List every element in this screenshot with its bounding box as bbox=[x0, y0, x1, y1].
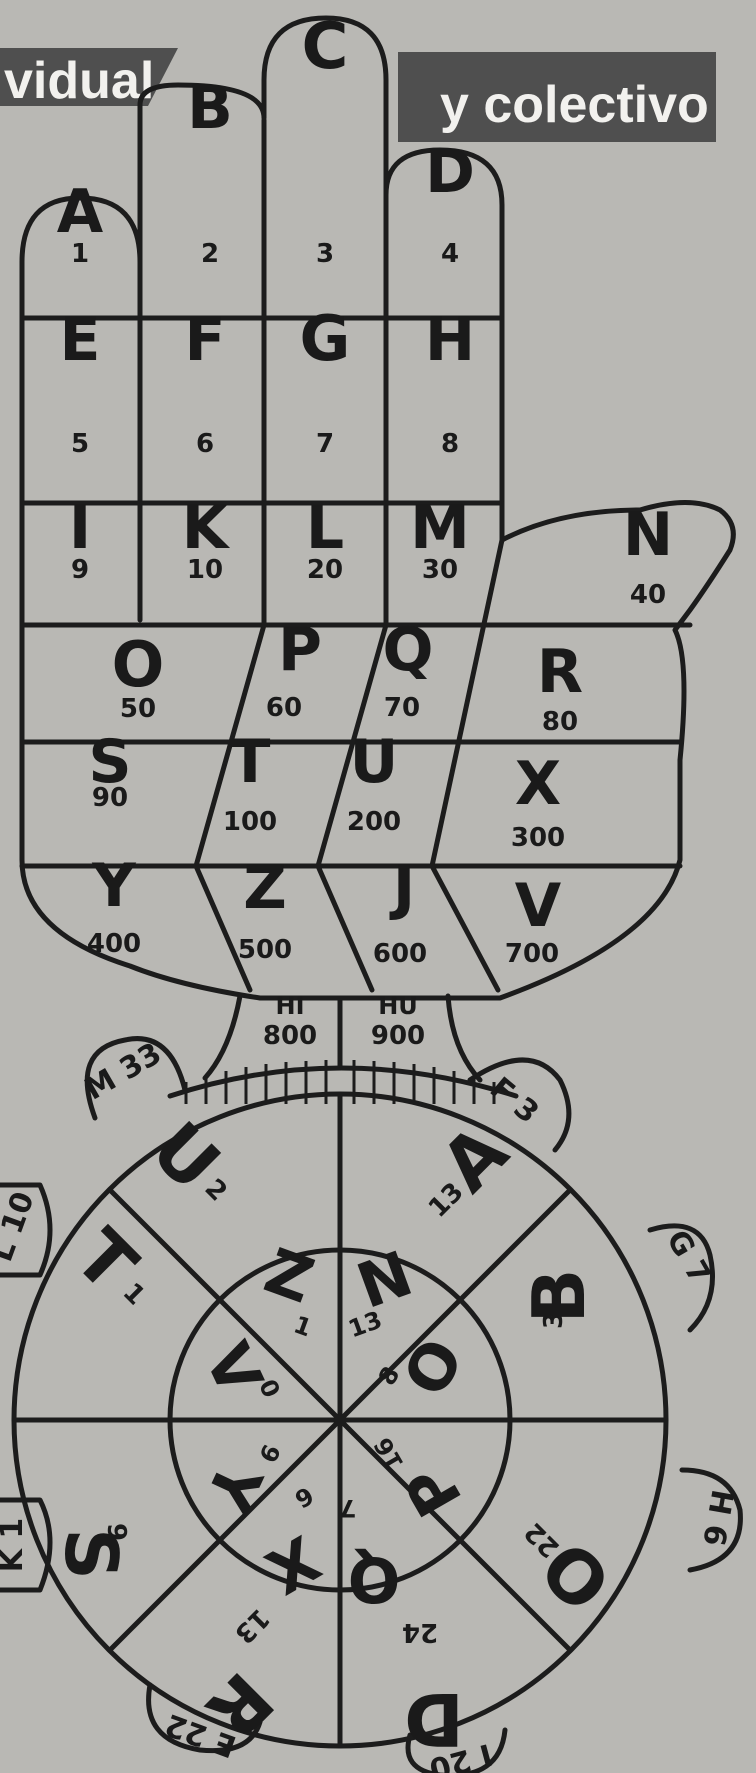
wheel-bumps bbox=[0, 1039, 740, 1773]
hand-value-z: 500 bbox=[238, 935, 292, 965]
wheel-bump-label-3: H 6 bbox=[695, 1487, 739, 1549]
wheel-inner-value-5: 6 bbox=[290, 1481, 318, 1514]
wheel-outer-value-5: 13 bbox=[228, 1602, 275, 1649]
wheel-inner-letter-6: Y bbox=[190, 1450, 276, 1523]
wheel-inner-value-4: 7 bbox=[340, 1494, 357, 1522]
hand-value-g: 7 bbox=[316, 429, 334, 459]
grid-line bbox=[432, 866, 498, 990]
hand-letter-t: T bbox=[230, 727, 271, 797]
wheel-spokes bbox=[14, 1094, 666, 1746]
hand-letter-e: E bbox=[60, 305, 101, 375]
wheel-bump-label-1: F 3 bbox=[483, 1071, 545, 1131]
wheel-inner-letter-0: Z bbox=[256, 1234, 323, 1318]
hand-value-t: 100 bbox=[223, 807, 277, 837]
hand-letter-z: Z bbox=[243, 853, 287, 923]
grid-line bbox=[318, 866, 372, 990]
wheel-inner-letter-2: O bbox=[389, 1326, 479, 1408]
wheel-bump-label-7: L 10 bbox=[0, 1187, 42, 1266]
hand-letter-l: L bbox=[306, 493, 344, 563]
hand-value-a: 1 bbox=[71, 239, 89, 269]
hand-value-f: 6 bbox=[196, 429, 214, 459]
wheel-inner-letter-4: Q bbox=[348, 1543, 401, 1616]
hand-value-l: 20 bbox=[307, 555, 343, 585]
wrist-value-hu: 900 bbox=[371, 1021, 425, 1051]
hand-value-o: 50 bbox=[120, 694, 156, 724]
hand-value-i: 9 bbox=[71, 555, 89, 585]
hand-letter-x: X bbox=[515, 749, 561, 819]
hand-letter-b: B bbox=[187, 73, 233, 143]
header-right-text: y colectivo bbox=[440, 76, 709, 134]
grid-line bbox=[432, 540, 502, 866]
hand-value-n: 40 bbox=[630, 580, 666, 610]
wrist-letter-hi: HI bbox=[275, 992, 304, 1020]
hand-value-m: 30 bbox=[422, 555, 458, 585]
hand-letter-o: O bbox=[112, 628, 165, 701]
wheel-outer-value-7: 1 bbox=[117, 1277, 151, 1311]
hand-letter-c: C bbox=[302, 10, 349, 84]
wheel-inner-value-3: 16 bbox=[369, 1433, 410, 1476]
hand-value-u: 200 bbox=[347, 807, 401, 837]
hand-letter-p: P bbox=[278, 615, 322, 685]
wheel-bump-label-6: K 1 bbox=[0, 1518, 30, 1573]
hand-value-k: 10 bbox=[187, 555, 223, 585]
wrist-letter-hu: HU bbox=[378, 992, 418, 1020]
hand-letter-i: I bbox=[69, 493, 91, 563]
header-left-text: vidual bbox=[4, 52, 154, 110]
wheel-bump-label-0: M 33 bbox=[79, 1036, 168, 1107]
wheel-bump-label-2: G 7 bbox=[659, 1224, 717, 1290]
hand-value-h: 8 bbox=[441, 429, 459, 459]
hand-letter-j: J bbox=[389, 853, 415, 923]
wheel bbox=[0, 1039, 740, 1773]
hand-letter-f: F bbox=[185, 305, 226, 375]
grid-line bbox=[196, 866, 250, 990]
wheel-outer-value-6: 9 bbox=[101, 1523, 131, 1541]
hand-letter-v: V bbox=[515, 871, 562, 941]
hand-letter-m: M bbox=[410, 493, 470, 563]
hand-value-v: 700 bbox=[505, 939, 559, 969]
hand-letter-d: D bbox=[425, 137, 475, 207]
hand-letter-h: H bbox=[425, 305, 475, 375]
hand-letter-u: U bbox=[350, 727, 399, 797]
wheel-inner-letter-5: X bbox=[254, 1521, 332, 1608]
hand-letter-n: N bbox=[623, 500, 673, 570]
hand-value-p: 60 bbox=[266, 693, 302, 723]
wheel-outer-value-2: 3 bbox=[539, 1311, 569, 1329]
hand-value-r: 80 bbox=[542, 707, 578, 737]
hand-value-s: 90 bbox=[92, 783, 128, 813]
hand-value-b: 2 bbox=[201, 239, 219, 269]
hand-letter-g: G bbox=[300, 302, 351, 375]
hand-value-x: 300 bbox=[511, 823, 565, 853]
hand-letter-a: A bbox=[57, 177, 104, 247]
hand-letter-q: Q bbox=[382, 615, 433, 685]
hand-value-q: 70 bbox=[384, 693, 420, 723]
hand-value-j: 600 bbox=[373, 939, 427, 969]
hand-value-c: 3 bbox=[316, 239, 334, 269]
wheel-inner-letter-1: N bbox=[348, 1237, 422, 1323]
hand-value-e: 5 bbox=[71, 429, 89, 459]
hand-value-d: 4 bbox=[441, 239, 459, 269]
hand-value-y: 400 bbox=[87, 929, 141, 959]
hand-letter-k: K bbox=[182, 493, 231, 563]
wheel-outer-value-4: 24 bbox=[402, 1617, 438, 1647]
hand-letter-r: R bbox=[537, 637, 583, 707]
hand-letter-y: Y bbox=[91, 851, 137, 921]
wheel-inner-value-6: 9 bbox=[253, 1440, 285, 1467]
wrist-value-hi: 800 bbox=[263, 1021, 317, 1051]
